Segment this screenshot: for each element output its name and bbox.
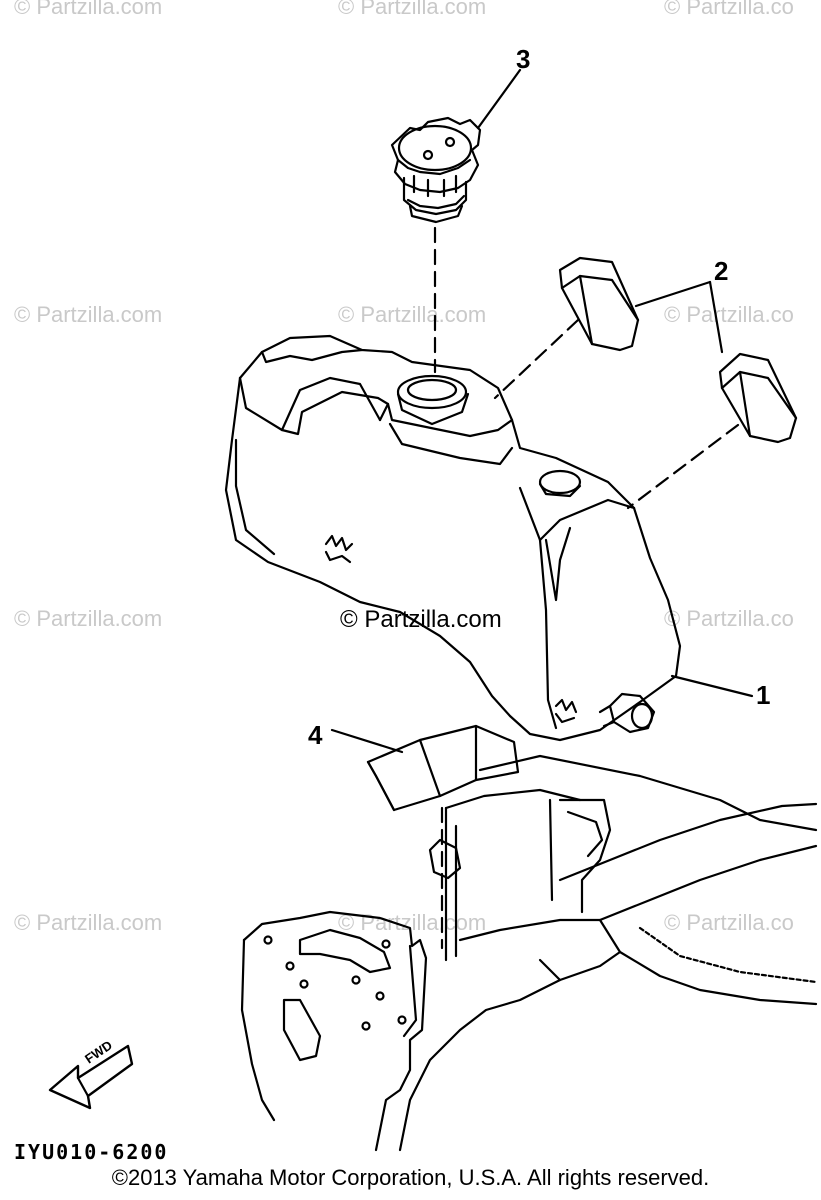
- leader-line: [708, 280, 724, 354]
- watermark: © Partzilla.com: [14, 606, 163, 631]
- leader-line: [626, 423, 740, 510]
- leader-line: [330, 728, 404, 754]
- watermark: © Partzilla.com: [14, 302, 163, 327]
- callout-1: 1: [756, 680, 771, 710]
- leader-line: [670, 674, 754, 698]
- watermark: © Partzilla.co: [664, 302, 794, 327]
- watermark: © Partzilla.com: [338, 0, 487, 19]
- watermark: © Partzilla.com: [338, 910, 487, 935]
- forward-arrow-icon: [48, 1044, 134, 1110]
- frame: [240, 754, 818, 1152]
- watermark: © Partzilla.com: [338, 302, 487, 327]
- center-watermark: © Partzilla.com: [340, 606, 502, 633]
- watermark: © Partzilla.com: [14, 910, 163, 935]
- damper-pad-upper: [558, 256, 640, 352]
- watermark: © Partzilla.co: [664, 910, 794, 935]
- callout-2: 2: [714, 256, 729, 286]
- fuel-cap: [390, 116, 482, 224]
- part-code: IYU010-6200: [14, 1140, 169, 1164]
- leader-line: [634, 280, 712, 308]
- tank-bottom-pad: [366, 724, 520, 812]
- leader-line: [476, 68, 522, 130]
- callout-4: 4: [308, 720, 323, 750]
- watermark: © Partzilla.co: [664, 606, 794, 631]
- watermark: © Partzilla.co: [664, 0, 794, 19]
- callout-3: 3: [516, 44, 531, 74]
- watermark: © Partzilla.com: [14, 0, 163, 19]
- fuel-tank: [224, 334, 682, 742]
- leader-line: [493, 318, 580, 400]
- damper-pad-lower: [718, 352, 798, 444]
- copyright-notice: ©2013 Yamaha Motor Corporation, U.S.A. A…: [111, 1165, 710, 1190]
